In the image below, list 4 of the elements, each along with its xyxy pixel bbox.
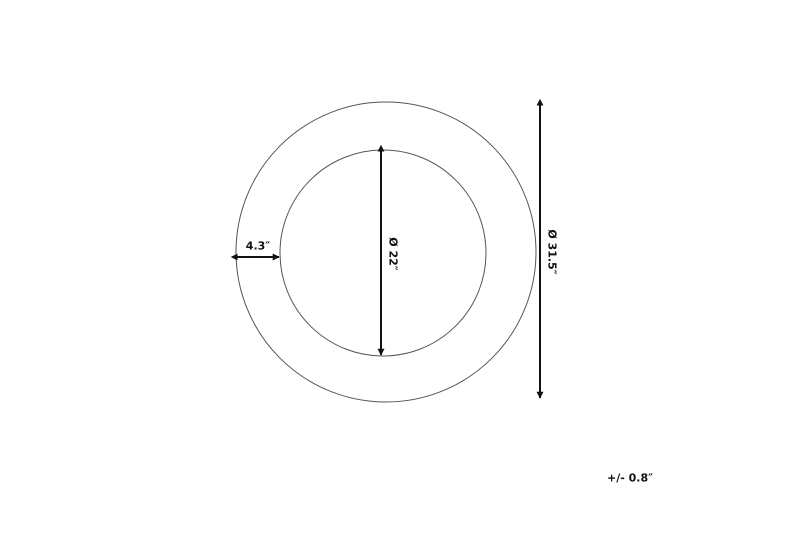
dimension-label: Ø 31.5″ <box>546 229 558 275</box>
dimension-label: 4.3″ <box>246 240 270 252</box>
dimension-label: +/- 0.8″ <box>606 472 654 484</box>
dimension-label: Ø 22″ <box>386 237 400 271</box>
